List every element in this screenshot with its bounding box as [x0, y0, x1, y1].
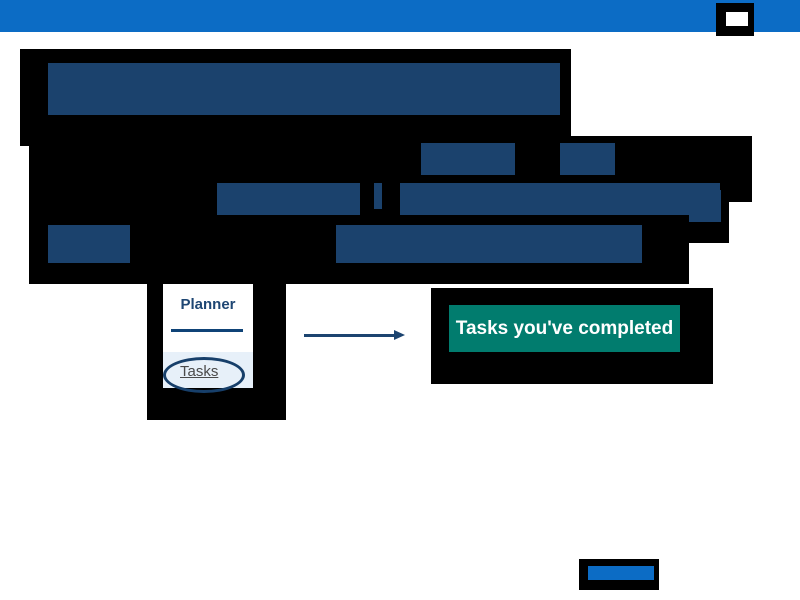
nav-active-indicator — [171, 329, 243, 332]
nav-item-planner[interactable]: Planner — [180, 296, 236, 313]
redacted-text — [48, 225, 130, 263]
redacted-text — [560, 143, 615, 175]
arrow-head-icon — [394, 330, 405, 340]
arrow-right-icon — [304, 334, 396, 337]
redacted-text — [400, 183, 720, 215]
redacted-text — [689, 190, 721, 222]
redacted-text — [217, 183, 360, 215]
redacted-heading — [48, 63, 560, 115]
tasks-completed-button[interactable]: Tasks you've completed — [449, 305, 680, 352]
top-bar-button-icon — [726, 12, 748, 26]
top-bar — [0, 0, 800, 32]
bottom-button[interactable] — [588, 566, 654, 580]
redacted-text — [374, 183, 382, 209]
tasks-highlight-ellipse — [163, 357, 245, 393]
redacted-text — [336, 225, 642, 263]
redacted-text — [421, 143, 515, 175]
top-bar-button[interactable] — [716, 3, 754, 36]
